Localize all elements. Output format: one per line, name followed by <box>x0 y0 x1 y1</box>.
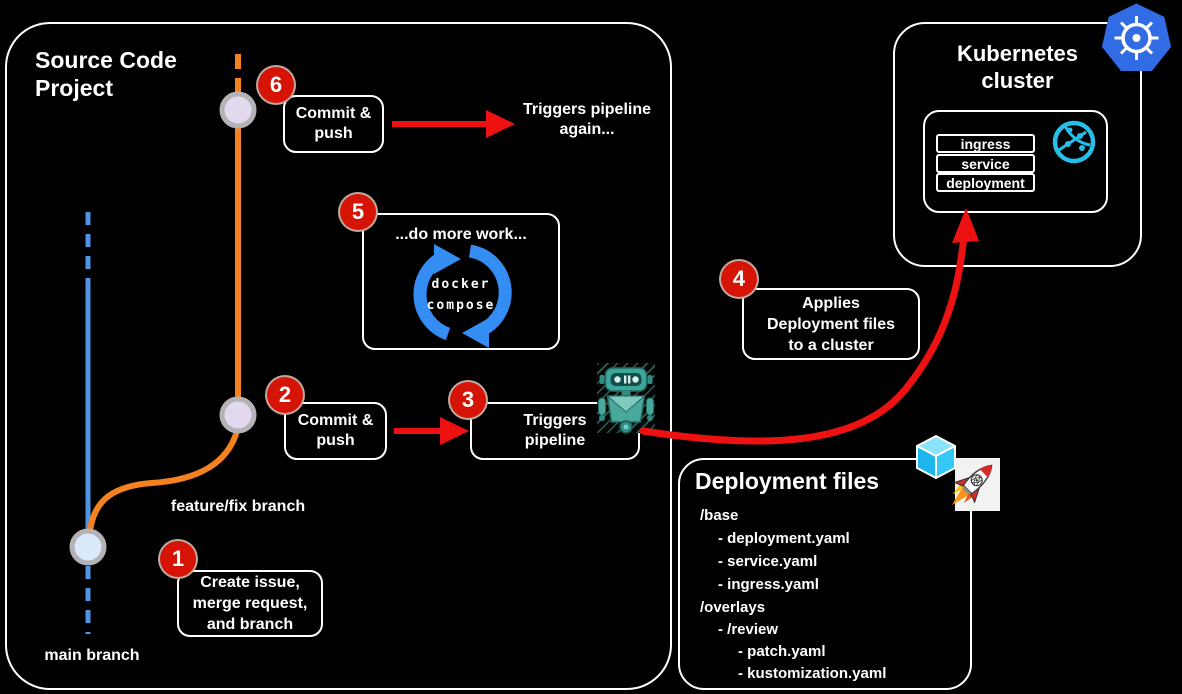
deployment-files-title: Deployment files <box>695 468 880 494</box>
note-line: Triggers pipeline <box>522 101 652 118</box>
step1-badge: 1 <box>158 539 198 579</box>
resource-ingress: ingress <box>936 134 1035 153</box>
title-line: cluster <box>981 68 1054 93</box>
step4-badge: 4 <box>719 259 759 299</box>
title-line: Source Code <box>35 47 177 73</box>
step5-do-more-work-box: ...do more work... <box>362 213 560 350</box>
step-label-line: Commit & <box>295 105 372 122</box>
tree-item: /overlays <box>700 599 766 616</box>
step1-create-issue-box: Create issue, merge request, and branch <box>177 570 323 637</box>
step-label-line: push <box>314 125 353 142</box>
kubernetes-workload-box <box>923 110 1108 213</box>
step-label-line: and branch <box>206 616 294 633</box>
main-branch-label: main branch <box>44 647 140 664</box>
step6-commit-push-box: Commit & push <box>283 95 384 153</box>
caption-line: docker <box>431 277 491 292</box>
cube-icon <box>916 435 956 479</box>
step-label-line: pipeline <box>524 432 586 449</box>
robot-hatch-background <box>597 363 655 434</box>
step-label-line: Triggers <box>523 412 587 429</box>
step6-badge: 6 <box>256 65 296 105</box>
deployment-files-box <box>678 458 972 690</box>
step-label-line: Create issue, <box>200 574 300 591</box>
step-label-line: Commit & <box>297 412 374 429</box>
step-label-line: push <box>316 432 355 449</box>
step2-commit-push-box: Commit & push <box>284 402 387 460</box>
tree-item: - kustomization.yaml <box>738 665 887 682</box>
step-label-line: ...do more work... <box>395 226 527 243</box>
step-label-line: merge request, <box>192 595 308 612</box>
title-line: Kubernetes <box>956 41 1079 66</box>
robot-icon <box>598 367 654 434</box>
tree-item: /base <box>700 507 739 524</box>
tree-item: - service.yaml <box>718 553 818 570</box>
step3-badge: 3 <box>448 380 488 420</box>
step5-badge: 5 <box>338 192 378 232</box>
rocket-card <box>951 458 1000 511</box>
triggers-pipeline-again-note: Triggers pipeline again... <box>502 100 672 140</box>
kubernetes-cluster-box <box>893 22 1142 267</box>
resource-service: service <box>936 154 1035 173</box>
network-globe-icon <box>1052 120 1096 164</box>
kubernetes-logo-icon <box>1101 3 1172 71</box>
kubernetes-cluster-title: Kubernetes cluster <box>893 40 1142 94</box>
tree-item: - deployment.yaml <box>718 530 850 547</box>
title-line: Project <box>35 75 113 101</box>
note-line: again... <box>559 121 615 138</box>
rocket-icon <box>951 464 993 506</box>
resource-deployment: deployment <box>936 173 1035 192</box>
tree-item: - ingress.yaml <box>718 576 819 593</box>
step2-badge: 2 <box>265 375 305 415</box>
caption-line: compose <box>426 298 496 313</box>
docker-compose-caption: docker compose <box>362 274 560 316</box>
tree-item: - patch.yaml <box>738 643 826 660</box>
tree-item: - /review <box>718 621 779 638</box>
source-project-title: Source Code Project <box>35 46 177 102</box>
